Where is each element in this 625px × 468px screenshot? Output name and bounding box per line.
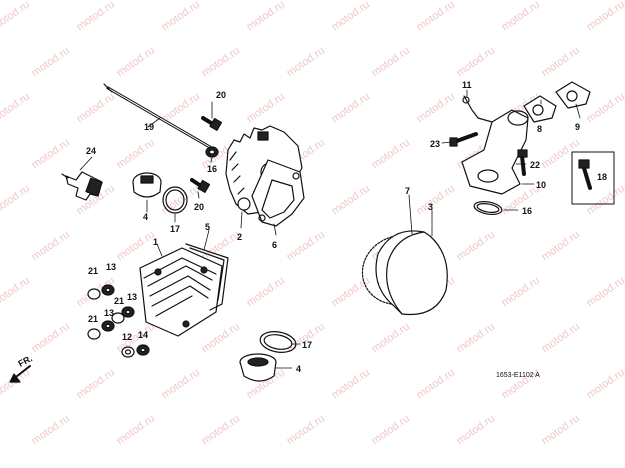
side-cover-3 (375, 230, 448, 316)
label-21-c: 21 (88, 314, 98, 324)
head-cover-1 (139, 247, 223, 337)
label-24: 24 (86, 146, 96, 156)
part-number-labels: 20 19 24 16 4 17 20 2 6 1 5 21 13 21 13 … (86, 80, 607, 374)
o-ring-17 (162, 186, 188, 214)
bolt-20-lower (190, 178, 211, 193)
label-18: 18 (597, 172, 607, 182)
label-1: 1 (153, 237, 158, 247)
label-14: 14 (138, 330, 148, 340)
washer-13-b (121, 306, 135, 318)
label-11: 11 (462, 80, 472, 90)
washer-14 (136, 344, 150, 356)
label-21-a: 21 (88, 266, 98, 276)
label-3: 3 (428, 202, 433, 212)
label-22: 22 (530, 160, 540, 170)
label-12: 12 (122, 332, 132, 342)
label-5: 5 (205, 222, 210, 232)
spark-plug-24 (61, 171, 103, 201)
washer-13-a (101, 284, 115, 296)
label-16-upper: 16 (207, 164, 217, 174)
label-13-a: 13 (106, 262, 116, 272)
nut-21-b (111, 312, 125, 324)
intake-manifold-10 (461, 109, 529, 195)
label-17-lower: 17 (302, 340, 312, 350)
label-6: 6 (272, 240, 277, 250)
label-4-lower: 4 (296, 364, 301, 374)
bolt-18-box (571, 151, 615, 205)
gasket-8 (523, 95, 557, 123)
label-7: 7 (405, 186, 410, 196)
washer-16-upper (205, 146, 219, 158)
label-13-b: 13 (127, 292, 137, 302)
label-21-b: 21 (114, 296, 124, 306)
washer-13-c (101, 320, 115, 332)
o-ring-16 (473, 201, 503, 215)
cover-gasket-5 (185, 243, 229, 311)
stud-bolt-19 (103, 83, 217, 152)
bolt-20-upper (201, 116, 223, 131)
label-13-c: 13 (104, 308, 114, 318)
bolt-22 (517, 149, 528, 176)
o-ring-17-lower (259, 331, 297, 353)
diagram-code: 1653-E1102 A (496, 372, 540, 379)
front-arrow (9, 365, 31, 383)
label-20-lower: 20 (194, 202, 204, 212)
bolt-23 (449, 132, 478, 147)
nut-21-a (87, 288, 101, 300)
label-19: 19 (144, 122, 154, 132)
label-10: 10 (536, 180, 546, 190)
leader-lines (79, 89, 581, 369)
insulator-9 (555, 81, 591, 109)
label-9: 9 (575, 122, 580, 132)
tappet-cap-4-lower (239, 353, 277, 382)
label-8: 8 (537, 124, 542, 134)
nut-21-c (87, 328, 101, 340)
label-16-right: 16 (522, 206, 532, 216)
tappet-cap-4 (132, 172, 162, 198)
label-4-upper: 4 (143, 212, 148, 222)
label-2: 2 (237, 232, 242, 242)
label-23: 23 (430, 139, 440, 149)
nut-12 (121, 346, 135, 358)
label-17-upper: 17 (170, 224, 180, 234)
gasket-6 (251, 159, 305, 227)
label-20-top: 20 (216, 90, 226, 100)
